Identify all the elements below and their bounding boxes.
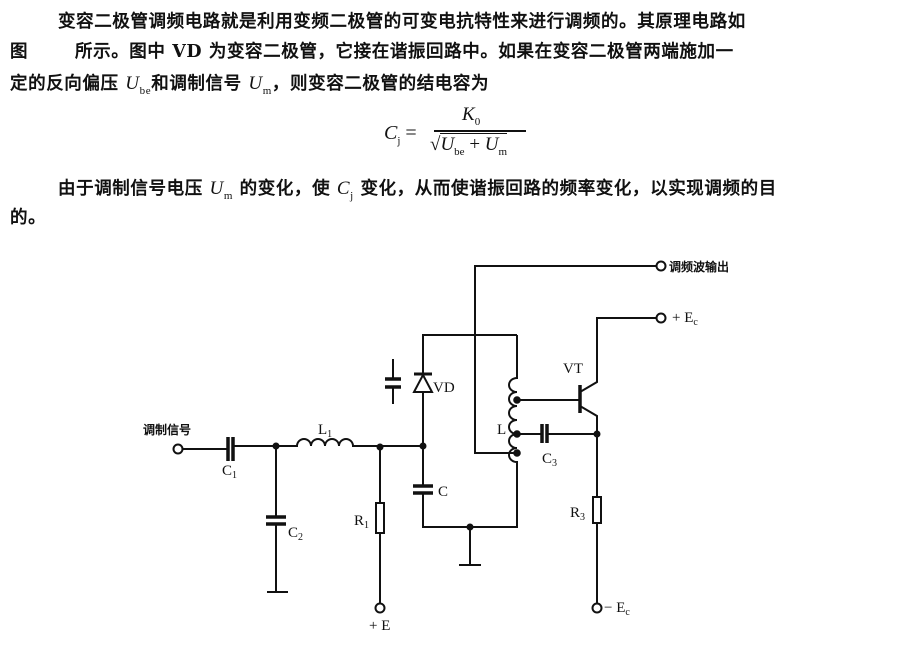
sub: j <box>397 135 401 147</box>
input-terminal <box>172 443 184 455</box>
paragraph1-line2: 所示。图中 VD 为变容二极管，它接在谐振回路中。如果在变容二极管两端施加一 <box>75 42 734 62</box>
minus-ec-terminal <box>591 602 603 614</box>
capacitor-c1 <box>226 437 235 461</box>
paragraph2-line1: 由于调制信号电压 Um 的变化，使 Cj 变化，从而使谐振回路的频率变化，以实现… <box>58 175 777 202</box>
plus: + <box>464 134 485 155</box>
resistor-r3 <box>592 496 602 524</box>
paragraph1-line3: 定的反向偏压 Ube和调制信号 Um，则变容二极管的结电容为 <box>10 70 489 97</box>
capacitor-c2 <box>266 515 286 526</box>
symbol-um: Um <box>248 73 272 97</box>
u: U <box>440 134 455 155</box>
symbol-um: Um <box>209 178 233 202</box>
minus-ec-label: − Ec <box>604 600 630 618</box>
paragraph1-line1: 变容二极管调频电路就是利用变频二极管的可变电抗特性来进行调频的。其原理电路如 <box>58 12 746 32</box>
fraction-bar <box>434 130 526 132</box>
c2-branch <box>267 446 288 593</box>
sub: be <box>454 145 465 158</box>
c-label: C <box>438 484 448 500</box>
formula-denominator: √Ube + Um <box>430 133 508 158</box>
vt-label: VT <box>563 361 583 377</box>
sub: 0 <box>474 115 481 128</box>
text: 定的反向偏压 <box>10 74 126 94</box>
text: ，则变容二极管的结电容为 <box>271 74 490 94</box>
text: 由于调制信号电压 <box>58 179 210 199</box>
plus-e-label: + E <box>369 618 390 634</box>
paragraph2-line2: 的。 <box>10 208 47 228</box>
capacitor-c <box>413 484 433 495</box>
r1-label: R1 <box>354 513 369 531</box>
paragraph1-line2-fig: 图 <box>10 42 29 62</box>
transistor-vt <box>579 317 656 434</box>
sub: be <box>139 84 152 97</box>
u: U <box>248 73 263 94</box>
input-label: 调制信号 <box>143 422 191 437</box>
c: C <box>336 178 351 199</box>
wire <box>422 334 517 446</box>
formula-lhs: Cj = <box>384 122 417 147</box>
varactor-capacitor-icon <box>385 359 401 404</box>
varactor-diode-vd <box>412 372 434 393</box>
capacitor-c3 <box>540 424 549 443</box>
output-label: 调频波输出 <box>669 259 729 274</box>
plus-ec-terminal <box>655 312 667 324</box>
u: U <box>209 178 224 199</box>
plus-e-terminal <box>374 602 386 614</box>
plus-ec-label: + Ec <box>672 310 698 328</box>
l1-label: L1 <box>318 422 332 440</box>
ground-icon <box>459 527 481 566</box>
text: 和调制信号 <box>151 74 249 94</box>
c: C <box>384 122 398 144</box>
l-label: L <box>497 422 506 438</box>
u: U <box>125 73 140 94</box>
radicand: Ube + Um <box>440 133 508 158</box>
inductor-l1 <box>276 438 423 447</box>
text: 变化，从而使谐振回路的频率变化，以实现调频的目 <box>353 179 777 199</box>
resistor-r1 <box>375 502 385 534</box>
text: 的变化，使 <box>232 179 337 199</box>
vd-label: VD <box>433 380 455 396</box>
output-terminal <box>655 260 667 272</box>
k: K <box>462 104 475 125</box>
sub: m <box>223 189 233 202</box>
equals: = <box>400 122 417 144</box>
sqrt-icon: √ <box>430 134 441 155</box>
u: U <box>484 134 499 155</box>
sub: m <box>262 84 272 97</box>
symbol-ube: Ube <box>125 73 152 97</box>
symbol-cj: Cj <box>336 178 354 202</box>
output-wire <box>474 265 656 454</box>
c3-label: C3 <box>542 451 557 469</box>
wire <box>183 445 276 450</box>
sub: m <box>498 145 508 158</box>
c2-label: C2 <box>288 525 303 543</box>
r3-label: R3 <box>570 505 585 523</box>
inductor-l <box>508 335 518 470</box>
node <box>593 430 601 438</box>
formula-numerator: K0 <box>462 104 480 128</box>
sub: j <box>350 189 354 202</box>
c1-label: C1 <box>222 463 237 481</box>
